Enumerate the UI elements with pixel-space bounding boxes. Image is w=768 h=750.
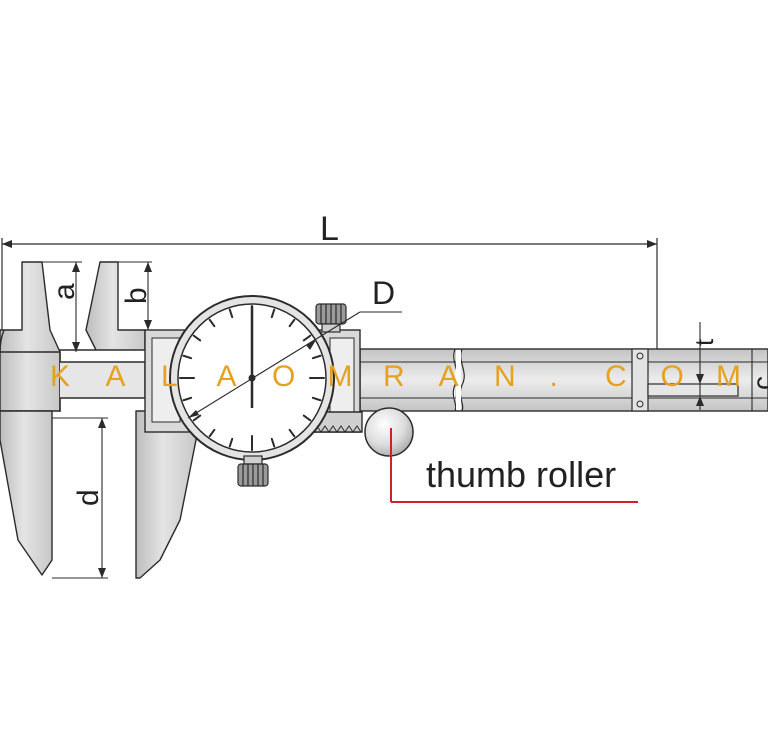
dial-tick (228, 308, 234, 319)
dimension-c (658, 348, 768, 412)
main-beam (359, 348, 768, 412)
clamp-screw-top (315, 303, 347, 333)
dial-tick (288, 428, 296, 438)
label-L: L (320, 210, 339, 248)
dimension-D (187, 311, 402, 419)
thumb-roller (364, 407, 414, 457)
dial-tick (228, 437, 234, 448)
watermark-letter: A (217, 360, 237, 393)
watermark-letter: N (494, 360, 516, 393)
label-c: c (747, 376, 768, 390)
dial-tick (270, 437, 276, 448)
dimension-a (28, 261, 82, 352)
label-thumb-roller: thumb roller (426, 454, 616, 495)
label-D: D (372, 275, 395, 311)
label-b: b (120, 287, 153, 304)
dial-tick (302, 414, 312, 422)
watermark-letter: A (106, 360, 126, 393)
watermark-letter: O (272, 360, 295, 393)
fixed-jaw (0, 261, 61, 576)
dial-ticks (179, 305, 325, 451)
thumb-roller-leader (390, 428, 638, 503)
dial-tick (192, 334, 202, 342)
dial-tick (192, 414, 202, 422)
watermark-letter: M (716, 360, 741, 393)
dial-tick (311, 354, 322, 360)
watermark-letter: M (328, 360, 353, 393)
dimension-L (1, 238, 658, 352)
watermark-letter: C (605, 360, 627, 393)
dimension-t (690, 322, 710, 410)
watermark-letter: L (161, 360, 178, 393)
dial-tick (311, 396, 322, 402)
clamp-screw-bottom (237, 455, 269, 487)
label-d: d (72, 489, 105, 506)
watermark-letter: O (661, 360, 684, 393)
dial-tick (182, 354, 193, 360)
dial-tick (288, 318, 296, 328)
watermark-letter: . (550, 360, 558, 393)
dial-tick (208, 428, 216, 438)
watermark-letter: K (50, 360, 70, 393)
dial-tick (182, 396, 193, 402)
dial-tick (302, 334, 312, 342)
sliding-jaw (59, 261, 197, 579)
dial-tick (270, 308, 276, 319)
watermark-letter: R (383, 360, 405, 393)
label-a: a (48, 283, 81, 300)
dimension-b (110, 261, 152, 330)
watermark-letter: A (439, 360, 459, 393)
label-t: t (689, 338, 719, 346)
dial-tick (208, 318, 216, 328)
dimension-d (52, 417, 108, 579)
